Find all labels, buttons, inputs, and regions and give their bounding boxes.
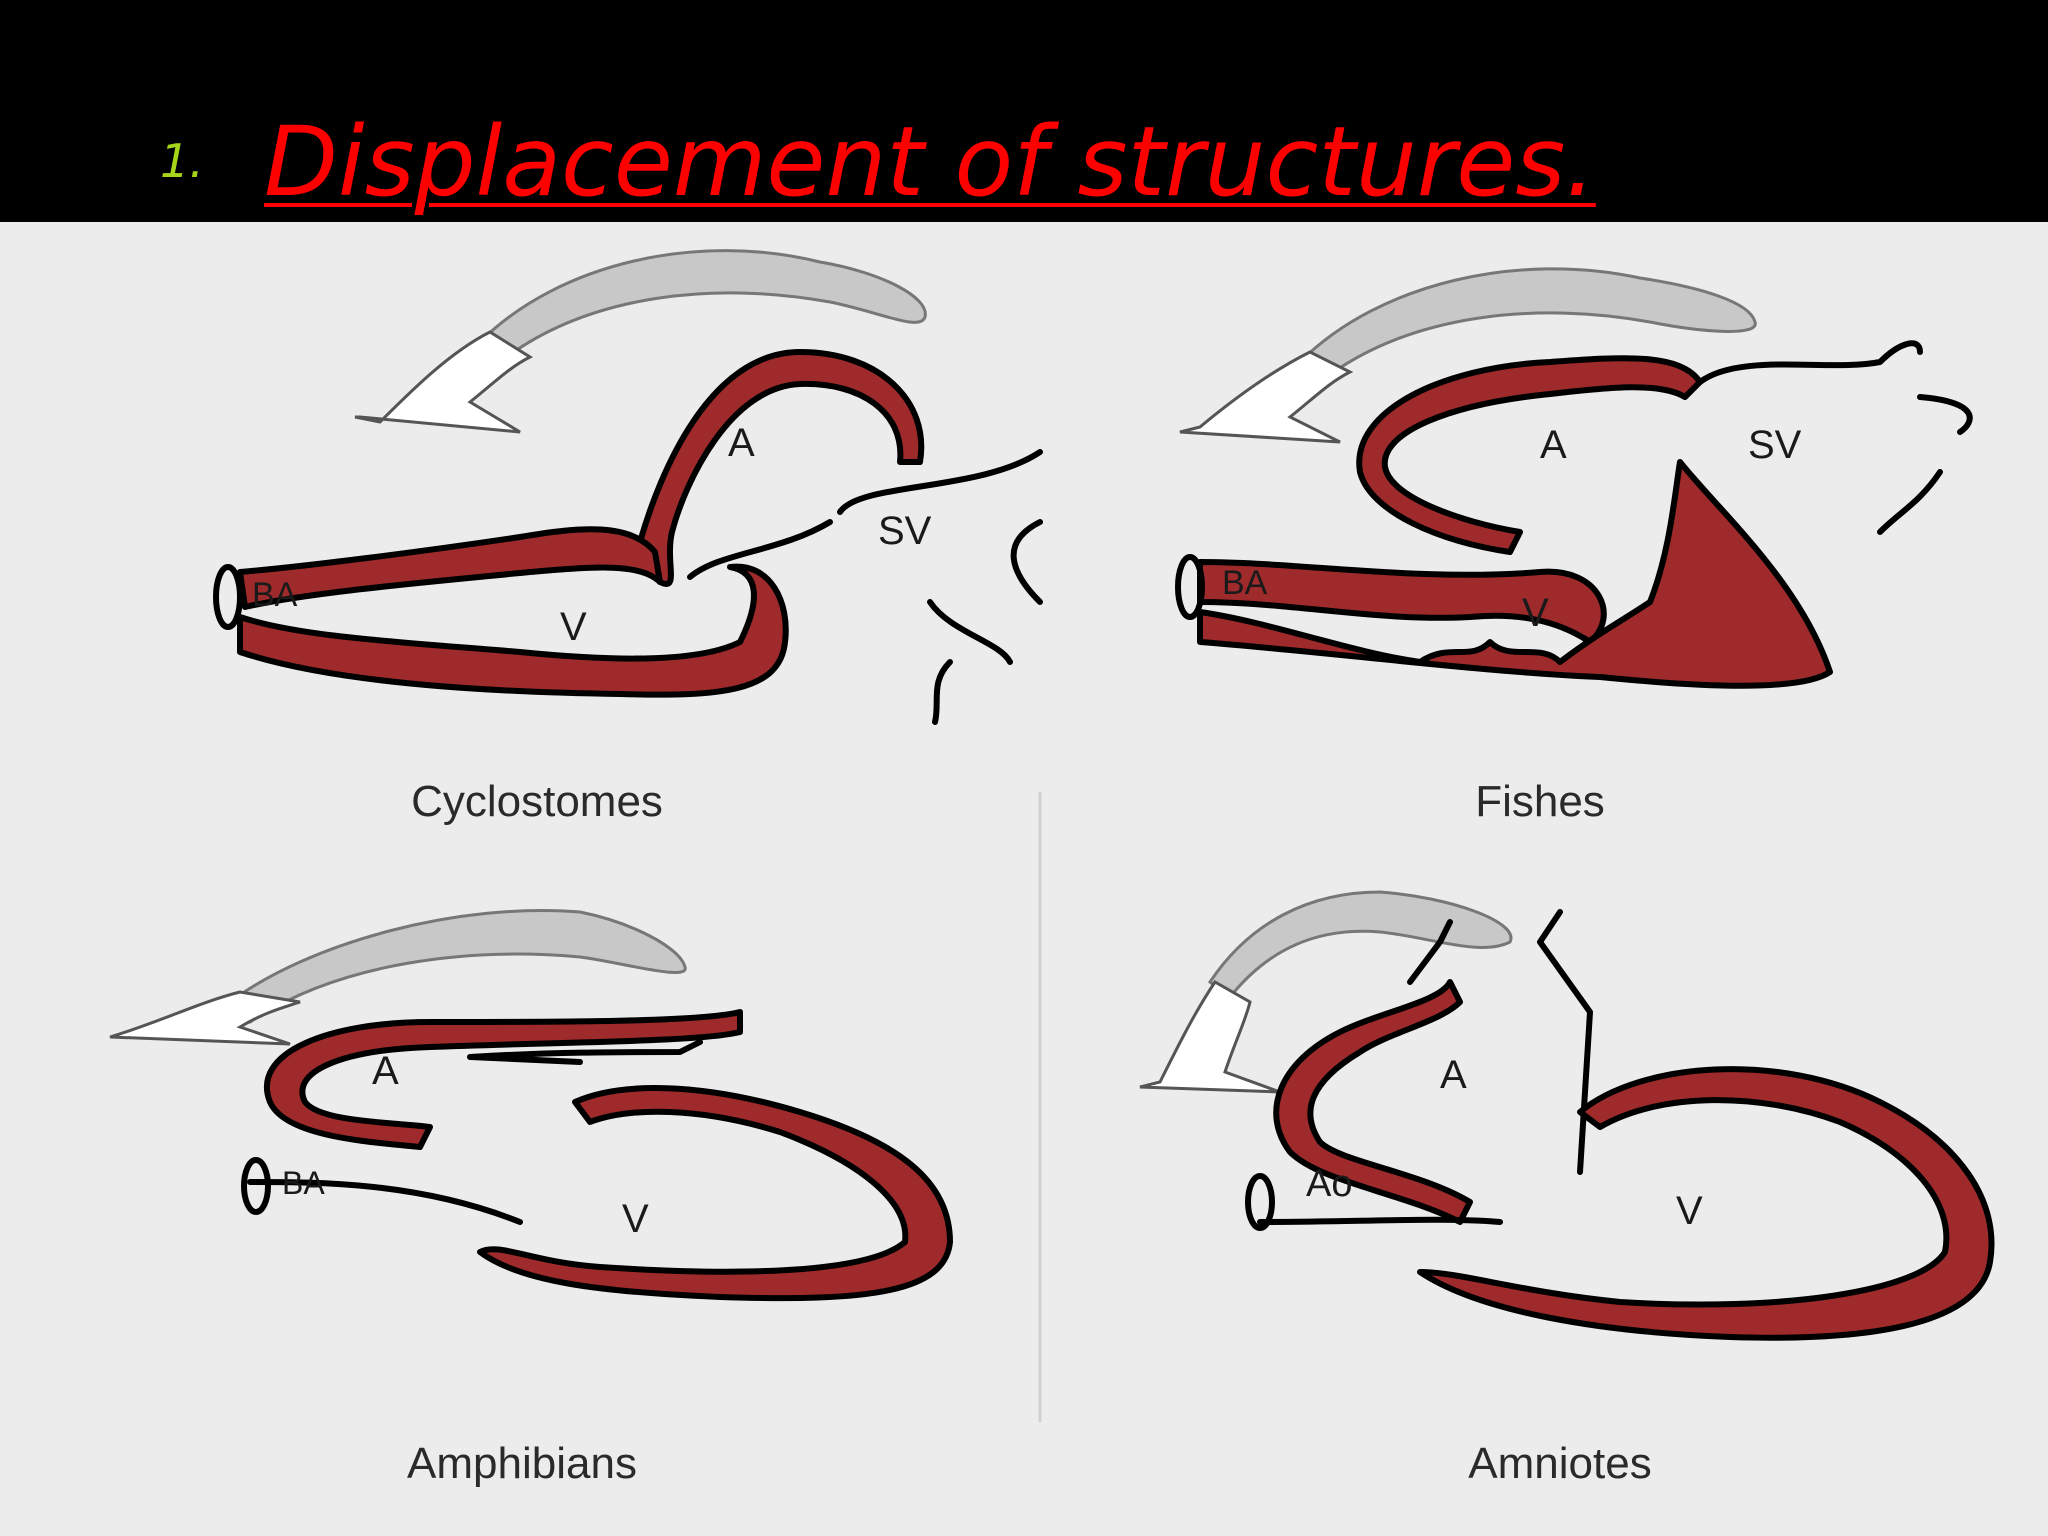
label-atrium: A [372,1049,399,1093]
label-atrium: A [728,421,755,465]
panel-amphibians: A V BA Amphibians [109,908,953,1488]
sinus-venosus-outline [837,449,1043,725]
atrium-wall [637,349,925,587]
label-bulbus-arteriosus: BA [252,576,298,614]
flow-arrow-icon [1139,890,1513,1094]
ventricle-wall [477,1085,953,1302]
label-ventricle: V [560,605,587,649]
aorta-outline [1257,1216,1503,1225]
atrial-septum [467,1039,703,1065]
label-atrium: A [1440,1053,1467,1097]
flow-arrow-icon [109,908,687,1046]
atrium-wall [264,1009,743,1150]
ventricle-myocardium [1197,459,1833,689]
sinus-venosus-outline [1697,340,1973,535]
conus-outline [247,1179,523,1225]
caption-fishes: Fishes [1475,777,1605,826]
atrium-wall [1356,355,1703,555]
heart-diagram-svg: A V SV BA Cyclostomes A V SV BA Fishes [109,249,1995,1488]
label-bulbus-arteriosus: BA [282,1165,325,1201]
flow-arrow-icon [354,249,927,434]
label-aorta: Ao [1306,1163,1352,1205]
label-bulbus-arteriosus: BA [1222,564,1268,602]
flow-arrow-icon [1179,267,1757,444]
caption-cyclostomes: Cyclostomes [411,777,663,826]
label-sinus-venosus: SV [878,509,932,553]
panel-amniotes: A V Ao Amniotes [1139,890,1995,1488]
label-ventricle: V [1522,591,1549,635]
slide-number: 1. [160,134,204,188]
great-veins-outline [1407,909,1593,1175]
ventricle-wall [237,526,663,610]
slide-title: Displacement of structures. [264,106,1596,218]
caption-amniotes: Amniotes [1468,1439,1651,1488]
label-sinus-venosus: SV [1748,423,1802,467]
ventricle-wall [1417,1066,1995,1341]
ventricle-lower-wall [237,563,789,698]
caption-amphibians: Amphibians [407,1439,637,1488]
bulbus-arteriosus-opening [1175,554,1205,620]
sinus-valve [687,519,833,580]
heart-evolution-figure: A V SV BA Cyclostomes A V SV BA Fishes [0,222,2048,1536]
label-atrium: A [1540,423,1567,467]
panel-fishes: A V SV BA Fishes [1175,267,1973,826]
aorta-opening [1245,1173,1275,1231]
title-bar: 1. Displacement of structures. [0,0,2048,222]
label-ventricle: V [1676,1189,1703,1233]
bulbus-arteriosus-opening [241,1157,271,1215]
panel-cyclostomes: A V SV BA Cyclostomes [213,249,1043,826]
bulbus-arteriosus-opening [213,564,243,630]
label-ventricle: V [622,1197,649,1241]
